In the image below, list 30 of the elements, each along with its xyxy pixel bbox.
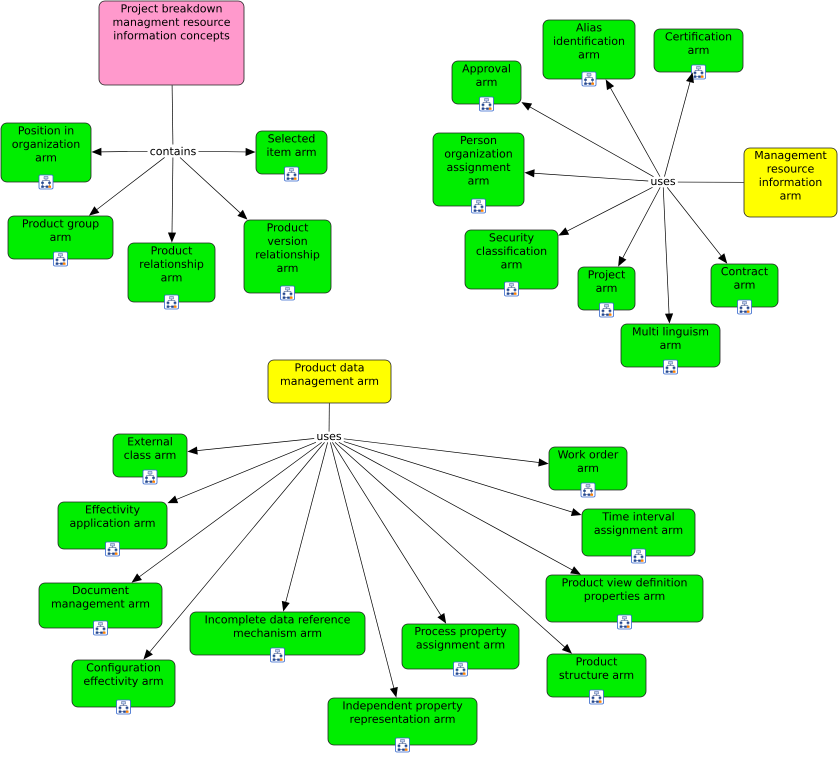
concept-box: Management resource information arm [744, 148, 838, 218]
concept-box: Document management arm [38, 582, 162, 628]
linking-phrase: uses [317, 434, 342, 440]
concept-box: Product structure arm [546, 654, 646, 698]
concept-box: Product view definition properties arm [546, 574, 704, 622]
linking-phrase: contains [150, 146, 196, 156]
concept-box: Independent property representation arm [328, 698, 478, 746]
concept-box: Position in organization arm [0, 122, 92, 182]
concept-box: Configuration effectivity arm [72, 660, 176, 708]
concept-box: Product version relationship arm [244, 220, 332, 294]
concept-box: Certification arm [654, 28, 744, 72]
concept-box: Work order arm [548, 446, 628, 490]
concept-box: Multi linguism arm [620, 324, 720, 368]
concept-box: Effectivity application arm [58, 502, 168, 550]
concept-box: Time interval assignment arm [582, 508, 696, 556]
concept-box: Contract arm [710, 264, 778, 308]
concept-box: Project arm [578, 266, 636, 310]
concept-box: Product data management arm [268, 360, 392, 404]
concept-box: Process property assignment arm [402, 624, 520, 670]
concept-box: External class arm [112, 434, 188, 478]
concept-box: Product group arm [8, 216, 114, 260]
concept-box: Approval arm [452, 60, 522, 104]
concept-box: Project breakdown managment resource information concepts [98, 0, 244, 86]
concept-box: Product relationship arm [128, 242, 216, 302]
concept-box: Incomplete data reference mechanism arm [190, 612, 366, 656]
concept-box: Security classification arm [464, 230, 558, 290]
concept-box: Person organization assignment arm [432, 132, 524, 206]
linking-phrase: uses [651, 178, 676, 186]
concept-box: Selected item arm [256, 130, 328, 174]
concept-box: Alias identification arm [542, 20, 636, 80]
